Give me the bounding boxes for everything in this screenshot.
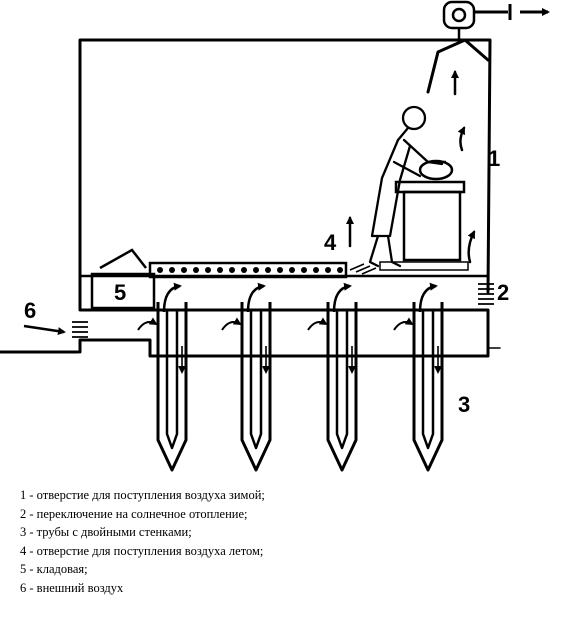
pipe-intake-arrow [137,317,158,331]
pipe [221,282,272,472]
duct-hole [205,267,211,273]
label-4: 4 [324,230,337,255]
legend-item: 2 - переключение на солнечное отопление; [20,506,248,521]
double-walled-pipes [137,282,444,472]
pipe-intake-arrow [393,317,414,331]
duct-hole [241,267,247,273]
storage-compartment [90,248,156,310]
duct-hole [181,267,187,273]
pipe-intake-arrow [221,317,242,331]
legend: 1 - отверстие для поступления воздуха зи… [20,486,265,598]
pipe-airflow-arrow [246,282,266,313]
foundation-slab [78,298,490,358]
duct-hole [313,267,319,273]
duct-hole [289,267,295,273]
legend-item: 4 - отверстие для поступления воздуха ле… [20,543,264,558]
exhaust-duct [426,38,490,94]
pipe [393,282,444,472]
stove [379,159,469,271]
legend-item: 6 - внешний воздух [20,580,124,595]
summer-vent [349,263,377,275]
pipe [307,282,358,472]
person-figure [368,105,444,268]
legend-item: 3 - трубы с двойными стенками; [20,525,192,540]
room-outline [78,38,492,302]
duct-hole [253,267,259,273]
pipe-airflow-arrow [162,282,182,313]
vent-grille-left [72,321,88,338]
label-3: 3 [458,392,470,417]
duct-hole [277,267,283,273]
label-6: 6 [24,298,36,323]
pipe [137,282,188,472]
outside-air-arrow [23,324,66,336]
label-1: 1 [488,146,500,171]
duct-hole [337,267,343,273]
duct-hole [157,267,163,273]
duct-holes [157,267,343,273]
vent-grille-right [478,283,494,305]
airflow-arrows [346,70,476,264]
duct-hole [193,267,199,273]
exhaust-fan-icon [442,0,550,40]
pipe-airflow-arrow [418,282,438,313]
duct-hole [265,267,271,273]
duct-hole [301,267,307,273]
floor-duct [148,261,348,279]
duct-hole [217,267,223,273]
legend-item: 1 - отверстие для поступления воздуха зи… [20,488,265,502]
pipe-airflow-arrow [332,282,352,313]
label-2: 2 [497,280,509,305]
label-5: 5 [114,280,126,305]
legend-item: 5 - кладовая; [20,562,88,577]
pipe-intake-arrow [307,317,328,331]
duct-hole [169,267,175,273]
duct-hole [229,267,235,273]
duct-hole [325,267,331,273]
